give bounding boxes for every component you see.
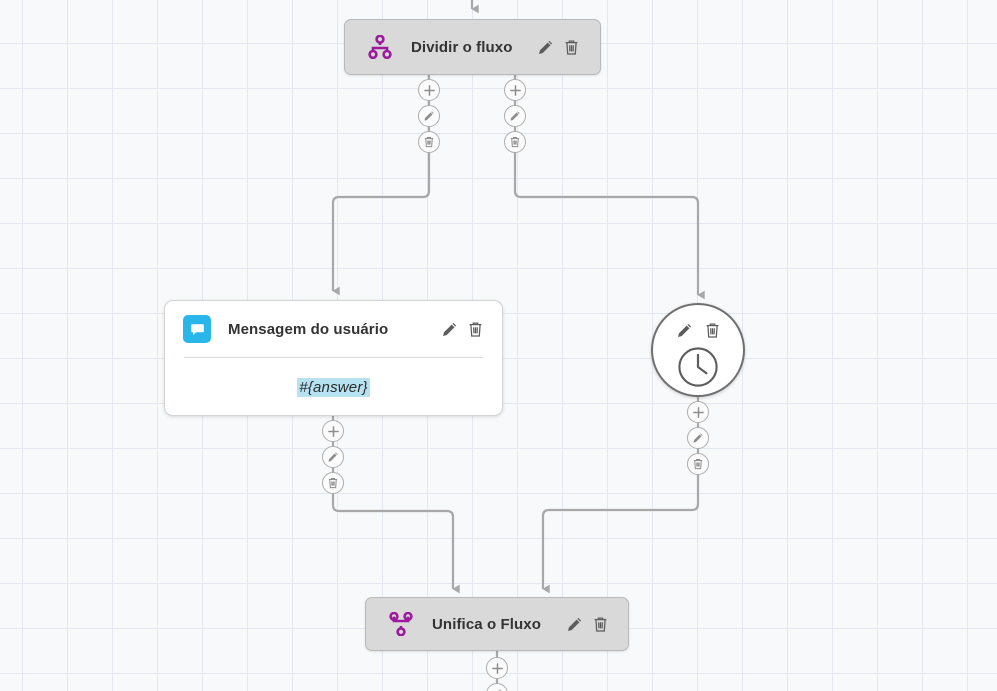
- edge-add-button-merge-out[interactable]: [486, 657, 508, 679]
- node-header: Unifica o Fluxo: [388, 612, 611, 636]
- edit-pencil-icon: [509, 110, 521, 122]
- delete-trash-icon[interactable]: [563, 39, 580, 56]
- edge-timer-to-merge: [541, 472, 700, 594]
- plus-icon: [509, 84, 522, 97]
- edge-edit-button-message-out[interactable]: [322, 446, 344, 468]
- edge-add-button-message-out[interactable]: [322, 420, 344, 442]
- edge-edit-button-timer-out[interactable]: [687, 427, 709, 449]
- edge-delete-button-message-out[interactable]: [322, 472, 344, 494]
- edge-add-button-split-right[interactable]: [504, 79, 526, 101]
- plus-icon: [327, 425, 340, 438]
- node-title: Mensagem do usuário: [228, 320, 389, 338]
- node-title: Dividir o fluxo: [411, 38, 513, 56]
- delete-trash-icon: [509, 136, 521, 148]
- delete-trash-icon: [327, 477, 339, 489]
- edit-pencil-icon[interactable]: [566, 616, 583, 633]
- plus-icon: [423, 84, 436, 97]
- edit-pencil-icon: [692, 432, 704, 444]
- node-unifica-o-fluxo[interactable]: Unifica o Fluxo: [365, 597, 629, 651]
- node-mensagem-do-usuario[interactable]: Mensagem do usuário: [164, 300, 503, 416]
- delete-trash-icon[interactable]: [592, 616, 609, 633]
- edge-edit-button-split-left[interactable]: [418, 105, 440, 127]
- edge-add-button-timer-out[interactable]: [687, 401, 709, 423]
- delete-trash-icon[interactable]: [704, 322, 721, 339]
- edit-pencil-icon: [327, 451, 339, 463]
- node-actions: [537, 39, 580, 56]
- node-actions: [566, 616, 609, 633]
- node-title: Unifica o Fluxo: [432, 615, 542, 633]
- answer-token: #{answer}: [297, 377, 370, 397]
- node-actions: [441, 321, 484, 338]
- delete-trash-icon: [692, 458, 704, 470]
- flow-merge-icon: [388, 612, 414, 636]
- edge-delete-button-split-right[interactable]: [504, 131, 526, 153]
- edit-pencil-icon[interactable]: [537, 39, 554, 56]
- edge-message-to-merge: [331, 491, 460, 594]
- edit-pencil-icon[interactable]: [441, 321, 458, 338]
- plus-icon: [692, 406, 705, 419]
- chat-bubble-icon: [183, 315, 211, 343]
- plus-icon: [491, 662, 504, 675]
- edge-split-to-message: [331, 150, 431, 296]
- delete-trash-icon: [423, 136, 435, 148]
- edge-edit-button-split-right[interactable]: [504, 105, 526, 127]
- node-header: Mensagem do usuário: [165, 301, 502, 357]
- node-body: #{answer}: [165, 358, 502, 416]
- edge-delete-button-timer-out[interactable]: [687, 453, 709, 475]
- edge-delete-button-split-left[interactable]: [418, 131, 440, 153]
- node-actions: [653, 322, 743, 339]
- node-dividir-o-fluxo[interactable]: Dividir o fluxo: [344, 19, 601, 75]
- node-divider: [184, 357, 483, 358]
- clock-icon: [677, 346, 719, 393]
- edge-edit-button-merge-out[interactable]: [486, 683, 508, 691]
- edge-add-button-split-left[interactable]: [418, 79, 440, 101]
- edit-pencil-icon[interactable]: [676, 322, 693, 339]
- delete-trash-icon[interactable]: [467, 321, 484, 338]
- edge-split-to-timer: [513, 150, 705, 300]
- flow-split-icon: [367, 35, 393, 59]
- node-timer[interactable]: [651, 303, 745, 397]
- edit-pencil-icon: [423, 110, 435, 122]
- node-header: Dividir o fluxo: [367, 35, 582, 59]
